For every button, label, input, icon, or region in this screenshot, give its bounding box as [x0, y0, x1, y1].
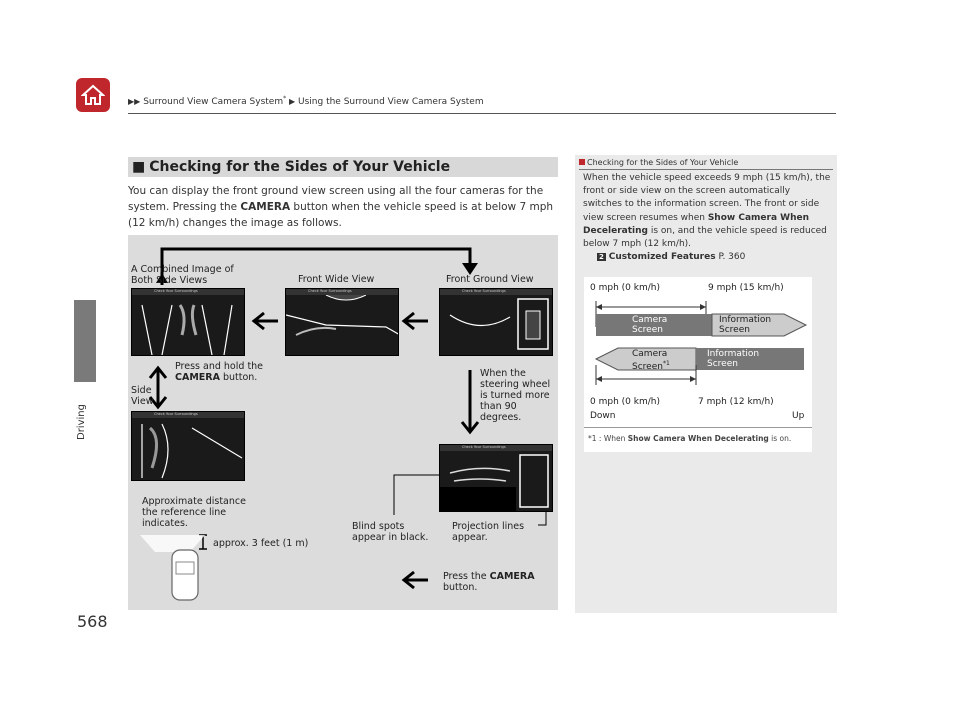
press-camera-button: button. — [443, 582, 477, 593]
footnote-bold: Show Camera When Decelerating — [628, 434, 769, 443]
press-camera-bold: CAMERA — [490, 571, 535, 582]
page-number: 568 — [77, 612, 108, 631]
screen-combined-side: Check Your Surroundings — [131, 288, 245, 356]
press-camera-text: Press the — [443, 571, 487, 582]
car-topview-icon — [140, 530, 220, 605]
chart-up-info: Information Screen — [719, 315, 779, 335]
label-combined: A Combined Image of Both Side Views — [131, 264, 251, 286]
breadcrumb-mark: * — [283, 95, 286, 102]
chart-down-camera: Camera Screen*1 — [632, 349, 682, 372]
section-title: Checking for the Sides of Your Vehicle — [149, 159, 450, 175]
label-projection-lines: Projection lines appear. — [452, 521, 532, 543]
label-approx-3ft: approx. 3 feet (1 m) — [213, 538, 308, 549]
screen-front-wide: Check Your Surroundings — [285, 288, 399, 356]
label-blind-spots: Blind spots appear in black. — [352, 521, 438, 543]
side-view-lines-icon — [132, 295, 245, 356]
chart-top-left: 0 mph (0 km/h) — [590, 283, 660, 293]
note-rule — [579, 169, 833, 170]
press-hold-button: button. — [223, 372, 257, 383]
note-marker-icon — [579, 159, 585, 165]
breadcrumb-arrow-icon: ▶ — [289, 97, 295, 106]
footnote-pre: *1 : When — [588, 434, 628, 443]
camera-keyword: CAMERA — [240, 201, 290, 213]
section-square-icon: ■ — [132, 159, 145, 175]
intro-paragraph: You can display the front ground view sc… — [128, 183, 558, 231]
chart-up-camera: Camera Screen — [632, 315, 682, 335]
label-steering: When the steering wheel is turned more t… — [480, 368, 555, 423]
breadcrumb-item-surround-view[interactable]: Surround View Camera System — [143, 97, 283, 107]
speed-chart-graphic — [584, 277, 812, 452]
label-approx-distance: Approximate distance the reference line … — [142, 496, 262, 529]
chart-footnote: *1 : When Show Camera When Decelerating … — [588, 434, 791, 443]
breadcrumb-arrow-icon: ▶▶ — [128, 97, 140, 106]
chart-foot-rule — [584, 427, 812, 428]
screen-front-ground: Check Your Surroundings — [439, 288, 553, 356]
note-title-text: Checking for the Sides of Your Vehicle — [587, 158, 738, 167]
home-button[interactable] — [76, 78, 110, 112]
side-view-detail-icon — [132, 418, 245, 481]
chapter-label: Driving — [76, 392, 87, 440]
note-title: Checking for the Sides of Your Vehicle — [579, 158, 738, 167]
breadcrumb-item-using[interactable]: Using the Surround View Camera System — [298, 97, 484, 107]
chart-bot-left: 0 mph (0 km/h) — [590, 397, 660, 407]
front-ground-lines-icon — [440, 295, 553, 356]
header-rule — [128, 113, 836, 114]
screen-side-view: Check Your Surroundings — [131, 411, 245, 481]
chart-down-camera-sup: *1 — [663, 360, 670, 367]
chapter-tab — [74, 300, 96, 382]
chart-down-info: Information Screen — [707, 349, 767, 369]
front-wide-lines-icon — [286, 295, 399, 356]
label-press-camera: Press the CAMERA button. — [443, 571, 543, 593]
screen-projection: Check Your Surroundings — [439, 444, 553, 512]
label-side-view: Side View — [131, 385, 161, 407]
chart-down-label: Down — [590, 411, 616, 421]
label-front-ground: Front Ground View — [446, 274, 534, 285]
link-page[interactable]: P. 360 — [718, 252, 745, 262]
chart-top-right: 9 mph (15 km/h) — [708, 283, 784, 293]
footnote-post: is on. — [769, 434, 792, 443]
label-front-wide: Front Wide View — [298, 274, 374, 285]
link-customized-features[interactable]: Customized Features — [609, 252, 716, 262]
chart-up-label: Up — [792, 411, 804, 421]
home-icon — [81, 84, 105, 106]
breadcrumb: ▶▶ Surround View Camera System* ▶ Using … — [128, 95, 484, 107]
press-hold-text: Press and hold the — [175, 361, 263, 372]
note-paragraph: When the vehicle speed exceeds 9 mph (15… — [583, 172, 831, 264]
chart-bot-right: 7 mph (12 km/h) — [698, 397, 774, 407]
press-hold-camera: CAMERA — [175, 372, 220, 383]
link-ref-icon: 2 — [597, 253, 606, 261]
projection-lines-icon — [440, 451, 553, 512]
section-heading: ■ Checking for the Sides of Your Vehicle — [128, 157, 558, 177]
